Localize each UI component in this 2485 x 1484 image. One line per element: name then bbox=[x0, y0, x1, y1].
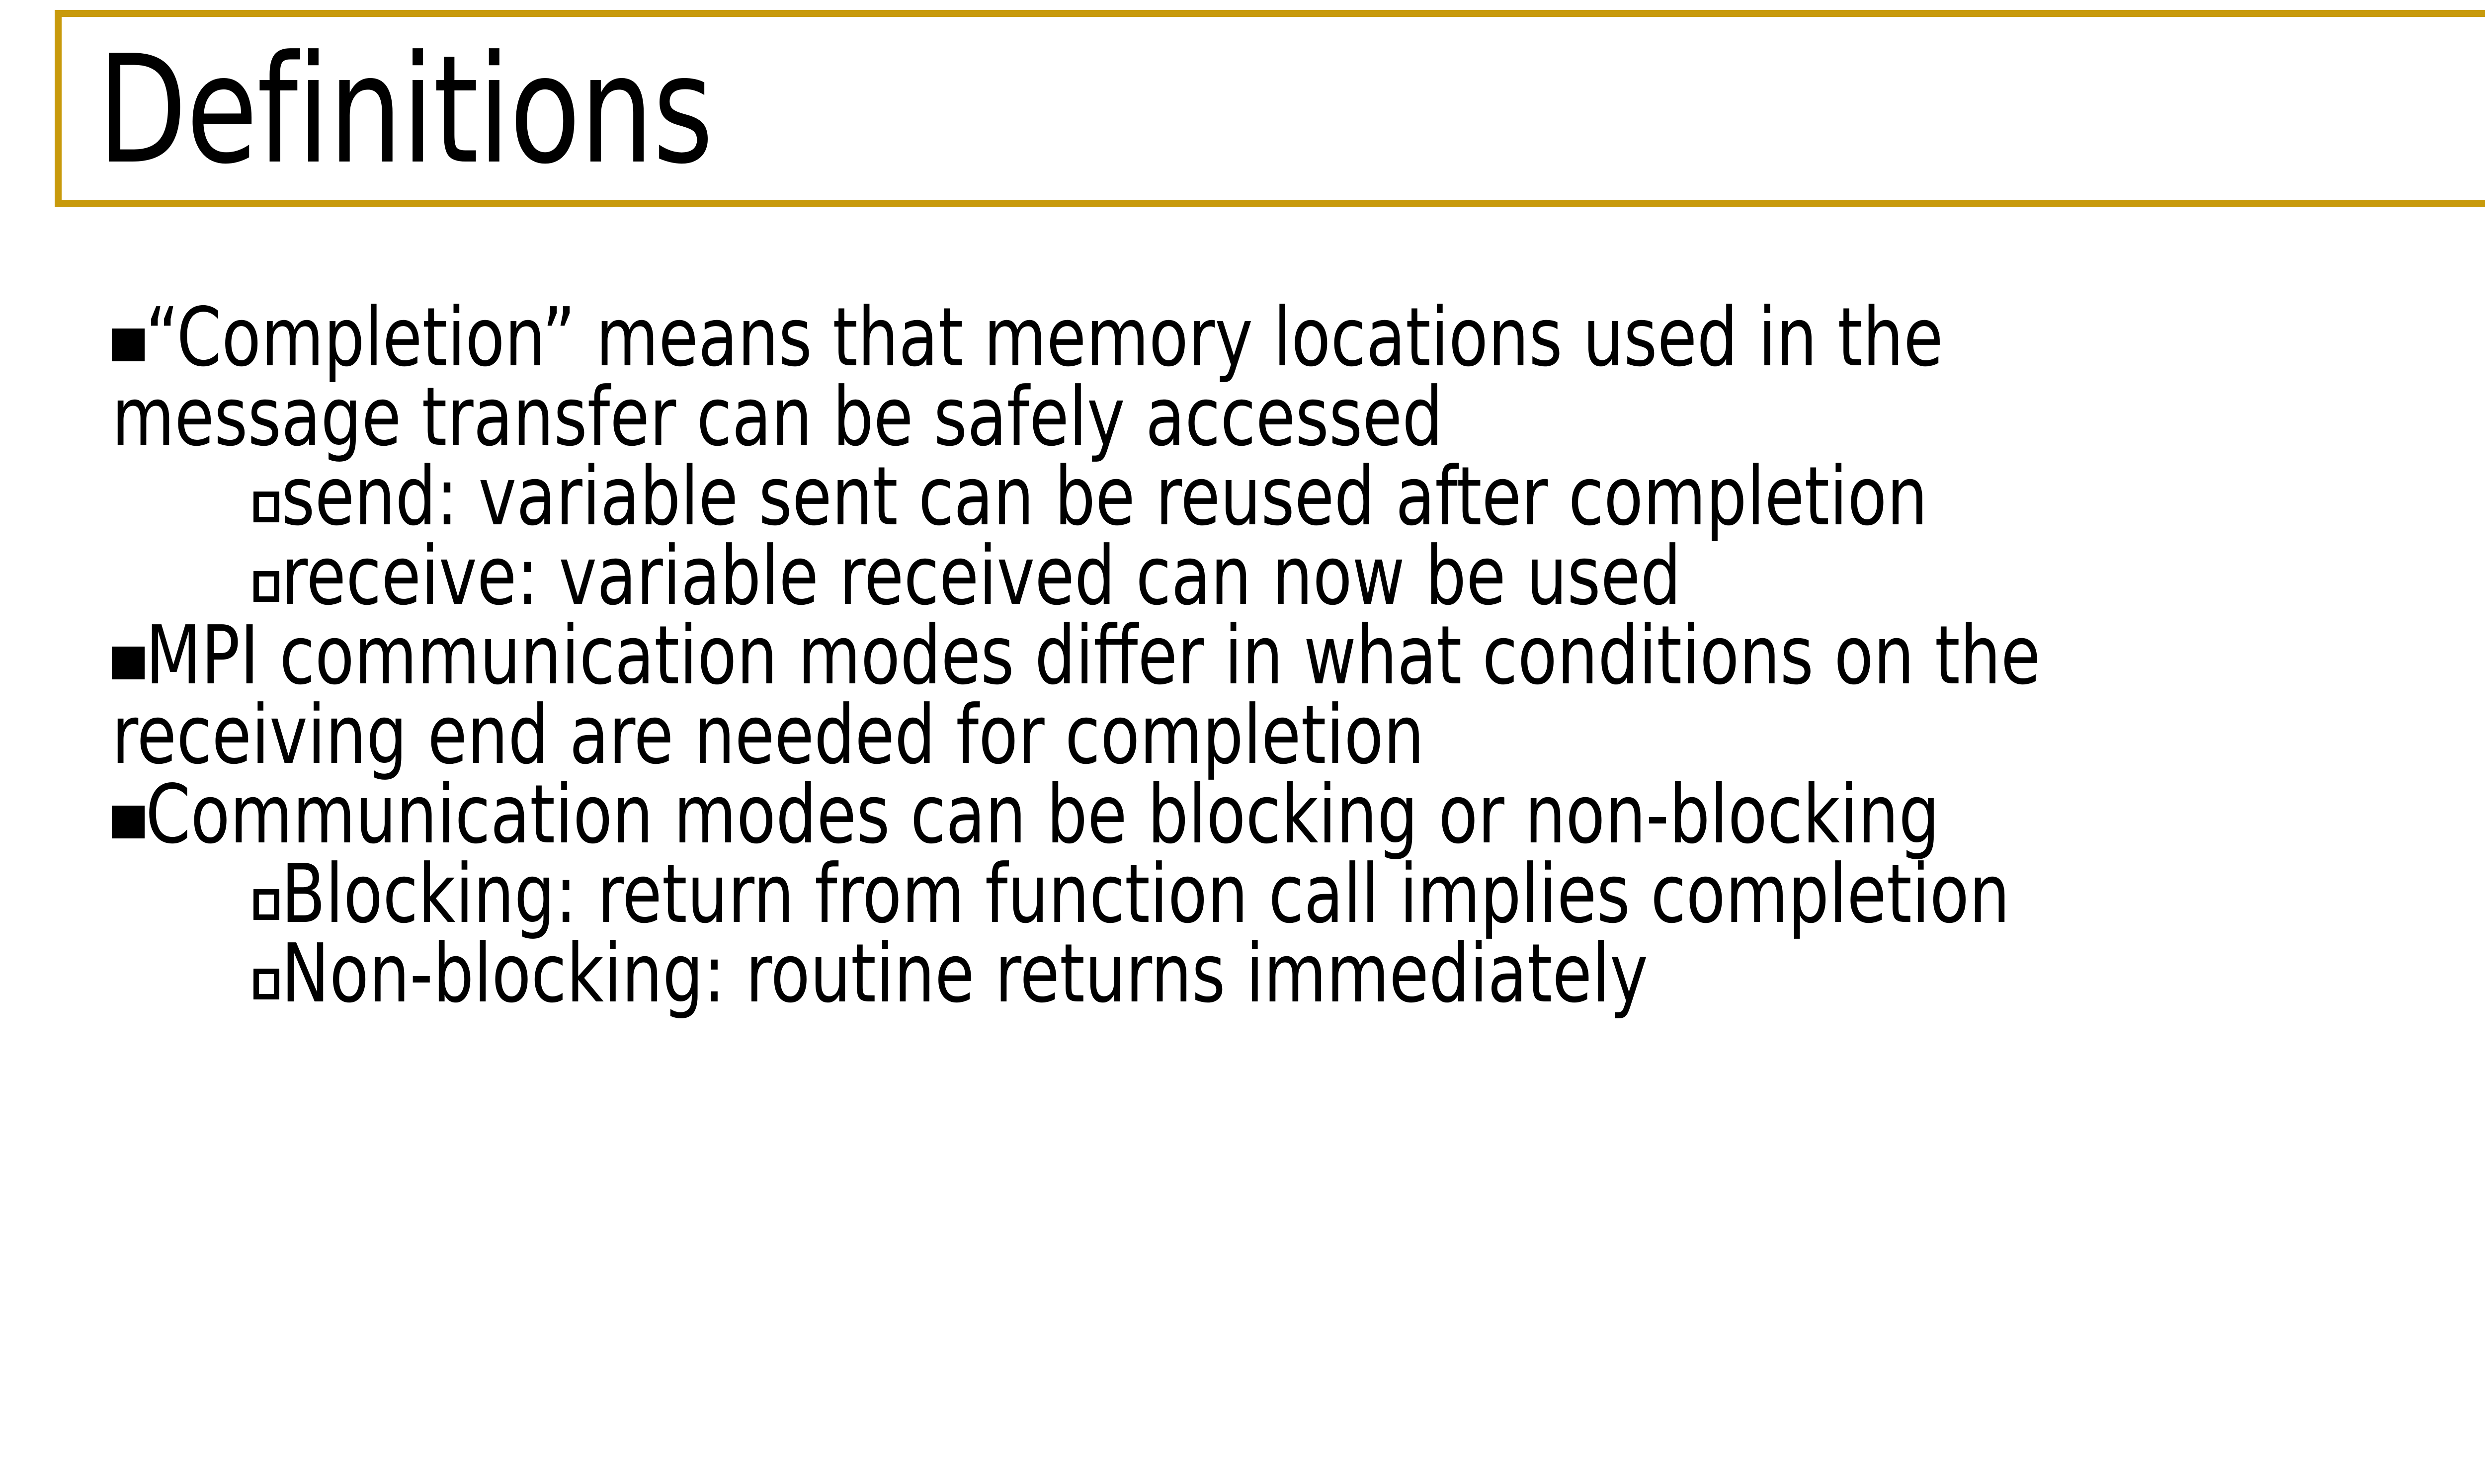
slide-body: “Completion” means that memory locations… bbox=[0, 291, 2485, 1021]
bullet-line-text: message transfer can be safely accessed bbox=[112, 370, 1443, 464]
bullet-line: “Completion” means that memory locations… bbox=[0, 291, 2485, 385]
sub-bullet-line-text: send: variable sent can be reused after … bbox=[281, 450, 1928, 544]
bullet-line: Communication modes can be blocking or n… bbox=[0, 768, 2485, 862]
filled-square-bullet-icon bbox=[112, 806, 145, 838]
sub-bullet-line: receive: variable received can now be us… bbox=[0, 529, 2485, 623]
bullet-line-text: “Completion” means that memory locations… bbox=[146, 291, 1943, 385]
sub-bullet-line: send: variable sent can be reused after … bbox=[0, 450, 2485, 544]
bullet-line-continuation: message transfer can be safely accessed bbox=[0, 370, 2485, 464]
sub-bullet-line-text: Non-blocking: routine returns immediatel… bbox=[281, 927, 1648, 1021]
hollow-square-bullet-icon bbox=[253, 571, 279, 602]
filled-square-bullet-icon bbox=[112, 647, 145, 679]
bullet-line-text: MPI communication modes differ in what c… bbox=[146, 609, 2041, 703]
sub-bullet-line: Blocking: return from function call impl… bbox=[0, 847, 2485, 941]
hollow-square-bullet-icon bbox=[253, 889, 279, 920]
hollow-square-bullet-icon bbox=[253, 969, 279, 999]
bullet-line-continuation: receiving end are needed for completion bbox=[0, 688, 2485, 782]
sub-bullet-line: Non-blocking: routine returns immediatel… bbox=[0, 927, 2485, 1021]
bullet-line-text: Communication modes can be blocking or n… bbox=[146, 768, 1940, 862]
bullet-line-text: receiving end are needed for completion bbox=[112, 688, 1424, 782]
page-title: Definitions bbox=[97, 23, 713, 197]
sub-bullet-line-text: receive: variable received can now be us… bbox=[281, 529, 1681, 623]
title-border-box bbox=[55, 10, 2485, 207]
hollow-square-bullet-icon bbox=[253, 492, 279, 522]
filled-square-bullet-icon bbox=[112, 329, 145, 361]
bullet-line: MPI communication modes differ in what c… bbox=[0, 609, 2485, 703]
sub-bullet-line-text: Blocking: return from function call impl… bbox=[281, 847, 2010, 941]
